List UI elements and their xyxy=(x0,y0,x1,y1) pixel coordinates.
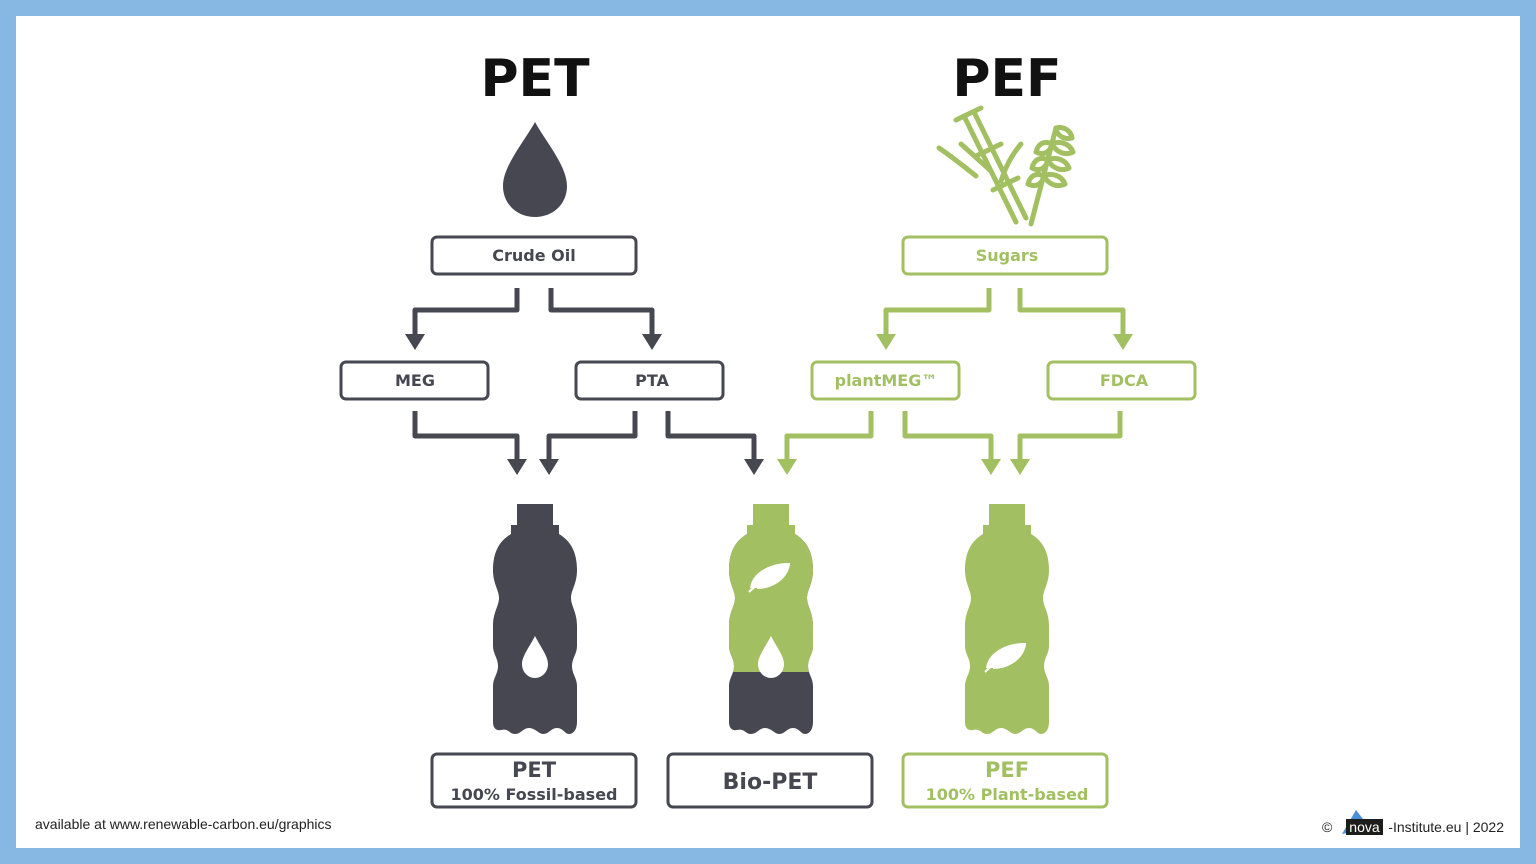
pef-arrows xyxy=(784,288,1126,459)
pet-title: PET xyxy=(480,49,590,109)
nova-logo: nova xyxy=(1336,810,1384,838)
meg-box xyxy=(339,360,490,401)
sugarcane-wheat-icon xyxy=(936,105,1076,227)
pet-product-box xyxy=(430,752,638,809)
bio-pet-product-name: Bio-PET xyxy=(723,770,818,795)
fdca-box xyxy=(1046,360,1197,401)
fdca-label: FDCA xyxy=(1100,371,1149,390)
pef-product-name: PEF xyxy=(985,758,1029,782)
footer-available-text: available at www.renewable-carbon.eu/gra… xyxy=(35,816,332,832)
pta-label: PTA xyxy=(635,371,669,390)
institute-text: -Institute.eu | 2022 xyxy=(1388,819,1504,835)
bottle-drop-icon xyxy=(522,636,548,678)
leaf-icon xyxy=(984,642,1027,673)
pet-product-subtitle: 100% Fossil-based xyxy=(450,785,617,804)
pef-arrowheads xyxy=(777,334,1133,475)
oil-drop-icon xyxy=(503,122,567,217)
sugars-label: Sugars xyxy=(976,246,1039,265)
diagram-frame: PET PEF Crude Oil MEG PTA Sugars plantME… xyxy=(16,16,1520,848)
nova-logo-text: nova xyxy=(1346,819,1383,835)
meg-label: MEG xyxy=(395,371,435,390)
pet-arrows xyxy=(412,288,757,459)
pta-box xyxy=(574,360,725,401)
pet-vs-pef-diagram: PET PEF Crude Oil MEG PTA Sugars plantME… xyxy=(339,49,1197,809)
plantmeg-box xyxy=(810,360,961,401)
pet-bottle xyxy=(493,504,577,734)
bio-pet-bottle xyxy=(729,504,813,734)
footer-copyright: © nova -Institute.eu | 2022 xyxy=(1321,810,1504,838)
pet-arrowheads xyxy=(405,334,764,475)
bottle-drop-icon xyxy=(758,636,784,678)
sugars-box xyxy=(901,235,1109,276)
pef-title: PEF xyxy=(952,49,1061,109)
pef-product-subtitle: 100% Plant-based xyxy=(926,785,1089,804)
copyright-symbol: © xyxy=(1321,819,1333,835)
crude-oil-label: Crude Oil xyxy=(492,246,575,265)
leaf-icon xyxy=(748,562,791,593)
bio-pet-product-box xyxy=(666,752,874,809)
crude-oil-box xyxy=(430,235,638,276)
pef-bottle xyxy=(965,504,1049,734)
pef-product-box xyxy=(901,752,1109,809)
pet-product-name: PET xyxy=(512,758,557,782)
plantmeg-label: plantMEG™ xyxy=(835,371,938,390)
